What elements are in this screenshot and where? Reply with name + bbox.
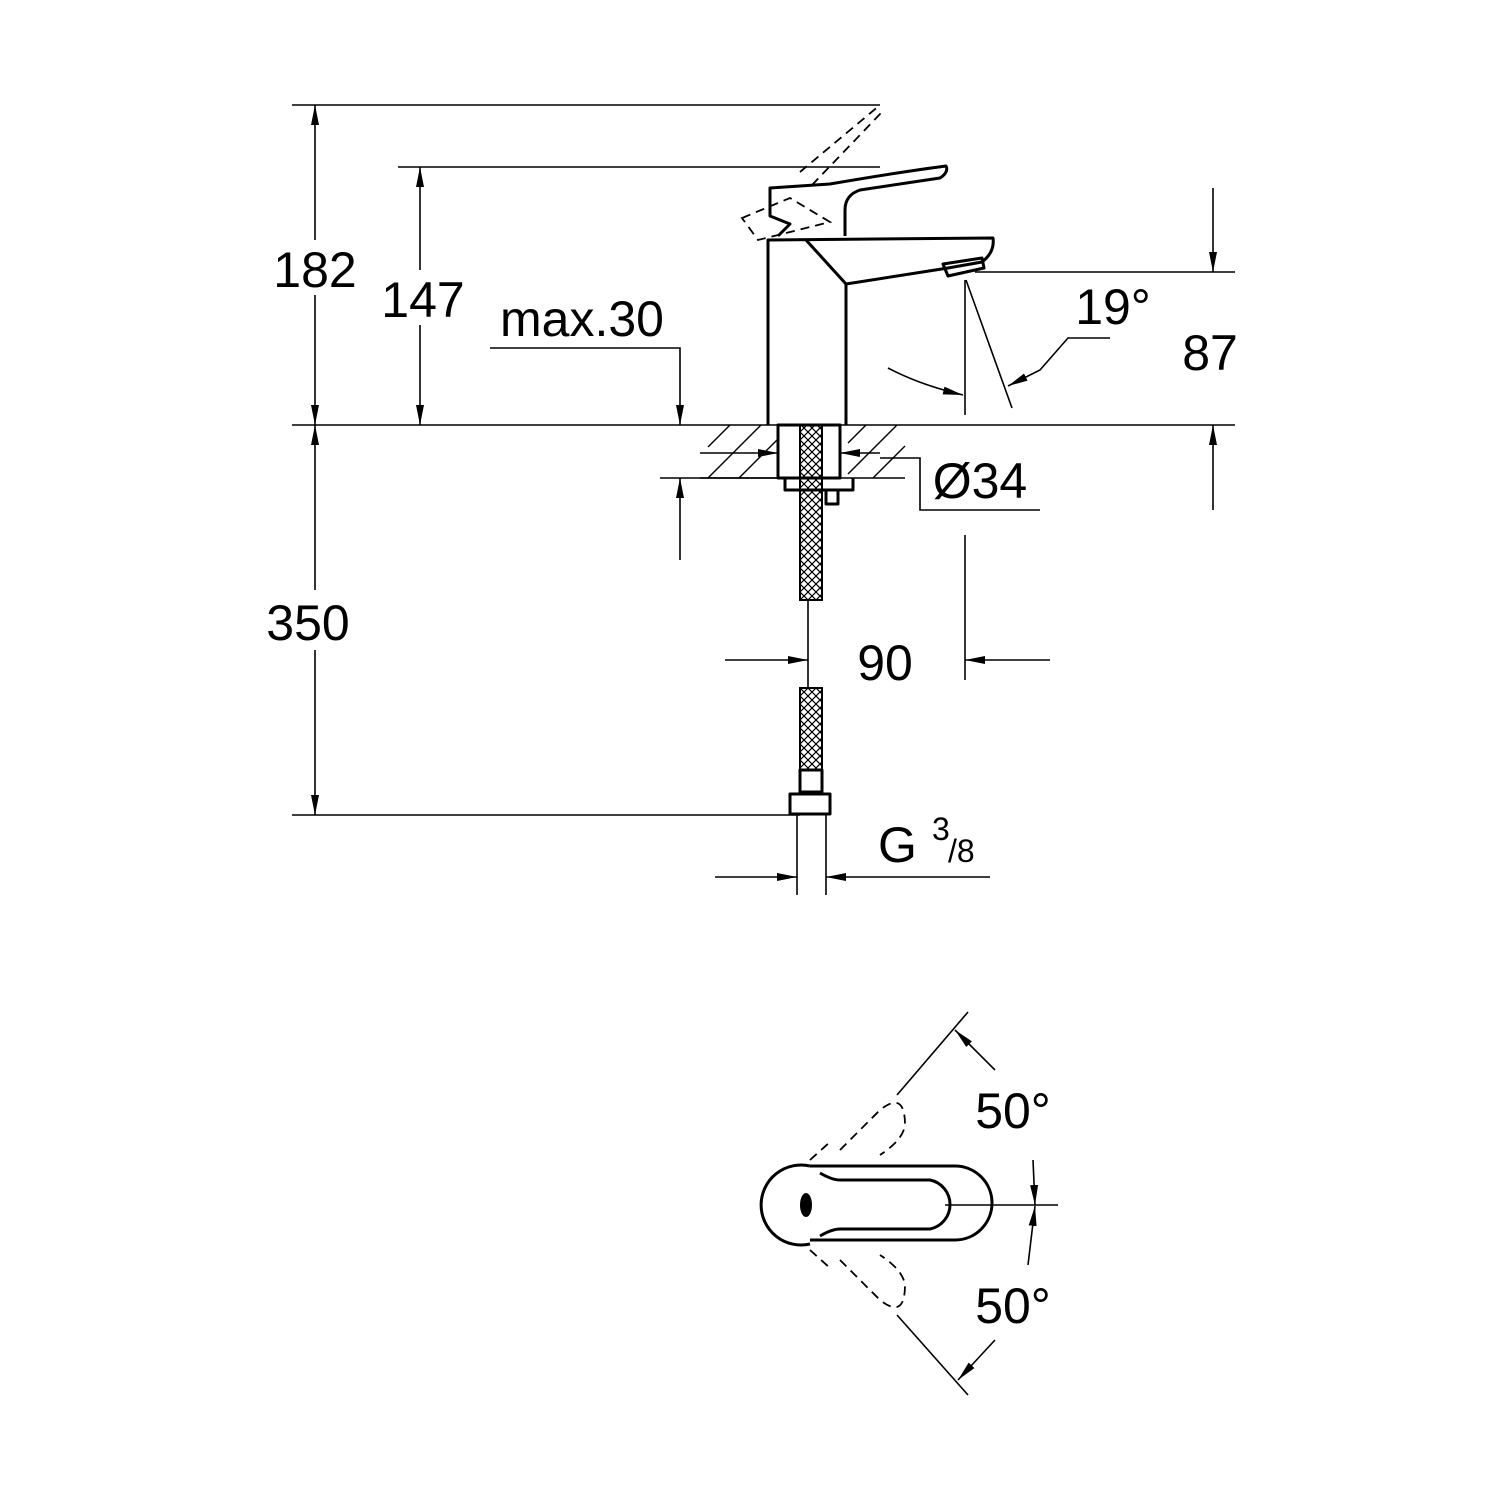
dimension-87: 87 [1182, 188, 1238, 510]
thread-prefix-label: G [878, 817, 917, 873]
top-view-lever-rotated-outlines [809, 1101, 906, 1309]
dimension-thread-g38: G 3 /8 [715, 811, 990, 881]
dim-87-label: 87 [1182, 325, 1238, 381]
dim-90-label: 90 [857, 635, 913, 691]
dimension-max30: max.30 [490, 291, 790, 560]
dim-50deg-upper-label: 50° [975, 1083, 1051, 1139]
reference-lines [292, 104, 1235, 816]
dimension-350: 350 [266, 425, 350, 815]
dimension-50deg-upper: 50° [896, 1011, 1051, 1206]
indicator-mark [800, 1193, 812, 1217]
dim-147-label: 147 [381, 272, 464, 328]
dim-50deg-lower-label: 50° [975, 1278, 1051, 1334]
lever-handle [768, 164, 949, 238]
dimension-diameter-34: Ø34 [700, 449, 1040, 511]
dim-182-label: 182 [273, 242, 356, 298]
top-view-lever [759, 1163, 1058, 1247]
dim-19deg-label: 19° [1075, 279, 1151, 335]
dimension-182: 182 [273, 105, 357, 425]
flexible-hose [788, 424, 832, 895]
dim-350-label: 350 [266, 595, 349, 651]
dimension-50deg-lower: 50° [896, 1205, 1051, 1396]
dimension-90: 90 [725, 535, 1050, 691]
dim-34-label: Ø34 [933, 453, 1028, 509]
dimension-147: 147 [381, 167, 465, 425]
faucet-body [766, 236, 995, 425]
dim-max30-label: max.30 [500, 291, 664, 347]
thread-denominator-label: /8 [948, 833, 975, 869]
aerator [941, 256, 986, 278]
thread-numerator-label: 3 [932, 811, 950, 847]
lever-raised-outline [740, 104, 883, 242]
dimension-19deg: 19° [887, 279, 1151, 415]
